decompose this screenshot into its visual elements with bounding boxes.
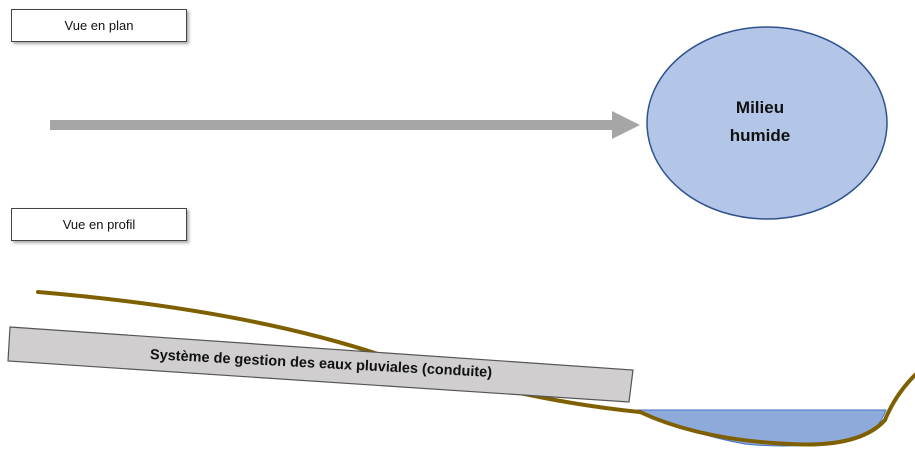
wetland-label-line1: Milieu	[735, 98, 785, 117]
flow-arrow-shaft	[50, 120, 615, 130]
plan-view-label: Vue en plan	[11, 9, 187, 42]
ground-profile-line	[36, 290, 915, 447]
profile-view-label: Vue en profil	[11, 208, 187, 241]
flow-arrow-head	[612, 111, 640, 139]
wetland-ellipse	[646, 26, 888, 220]
flow-arrow	[50, 111, 640, 139]
stormwater-pipe	[7, 326, 634, 403]
wetland-label: Milieu humide	[700, 94, 820, 150]
wetland-label-line2: humide	[729, 126, 791, 145]
